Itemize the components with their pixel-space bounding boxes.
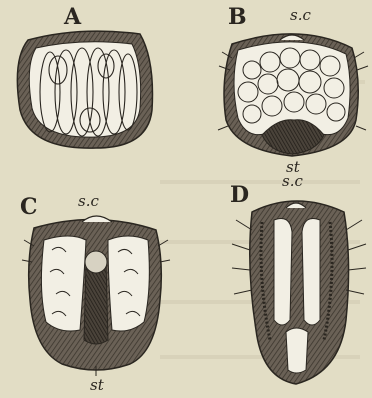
panel-c-label: C xyxy=(20,194,38,220)
panel-b-top-label: s.c xyxy=(290,6,311,24)
panel-d-gut xyxy=(286,328,308,373)
panel-a-label: A xyxy=(63,4,82,30)
panel-c-sense-cluster xyxy=(82,216,112,222)
panel-a: A xyxy=(17,4,152,148)
panel-d-inner-canal-left xyxy=(274,219,292,326)
panel-b-label: B xyxy=(228,4,247,30)
panel-d: D s.c xyxy=(230,172,366,384)
panel-c-pharynx-bulb xyxy=(85,251,107,273)
panel-d-label: D xyxy=(230,182,249,208)
panel-b: B s.c st xyxy=(218,4,368,176)
panel-c-top-label: s.c xyxy=(78,192,99,210)
panel-d-inner-canal-right xyxy=(302,219,320,326)
panel-c: C s.c st xyxy=(20,192,170,394)
panel-d-top-label: s.c xyxy=(282,172,303,190)
panel-c-cell-mass-left xyxy=(41,236,86,331)
panel-c-bottom-label: st xyxy=(90,376,105,394)
